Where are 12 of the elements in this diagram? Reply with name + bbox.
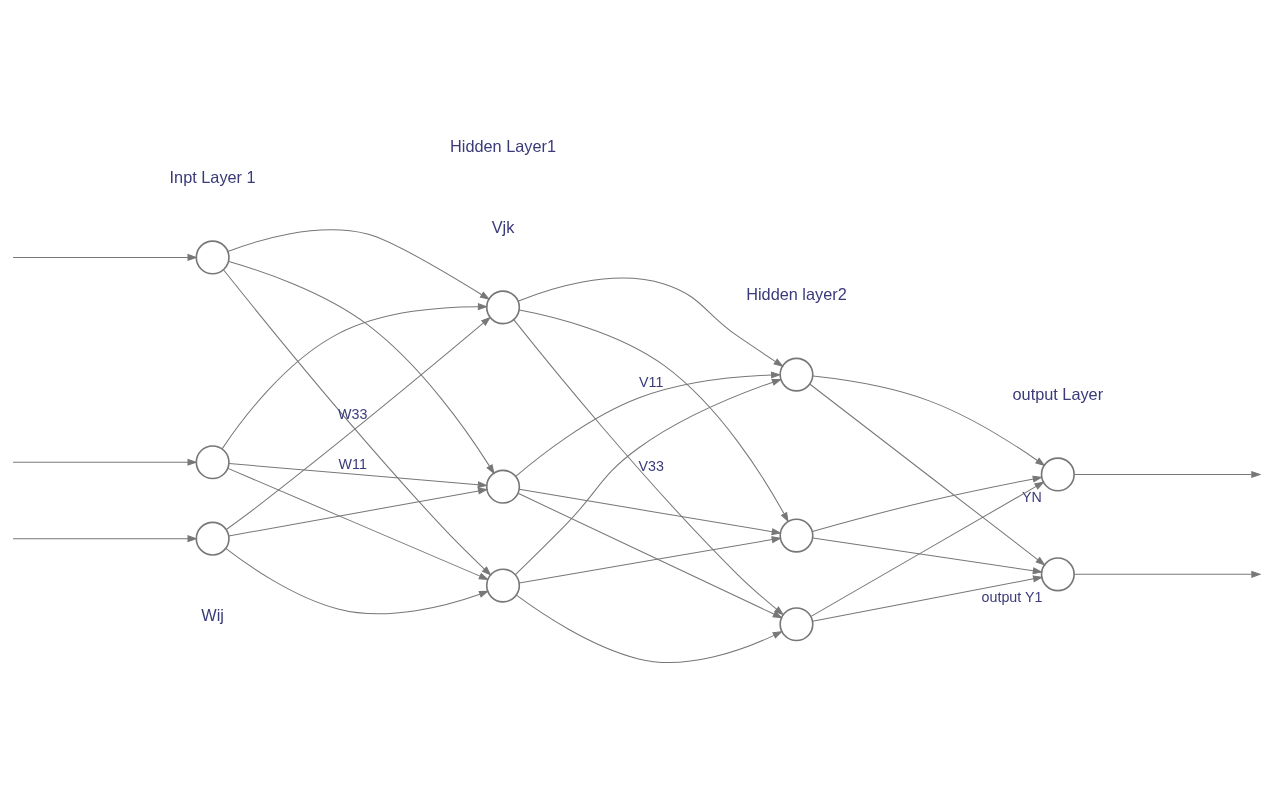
- label: Inpt Layer 1: [169, 167, 256, 186]
- edge-label: V33: [638, 457, 664, 474]
- node-label: YN: [1021, 488, 1042, 505]
- edge-label: V11: [639, 373, 664, 390]
- edge-label: W33: [338, 405, 368, 422]
- label: Hidden layer2: [746, 284, 847, 303]
- label: Hidden Layer1: [450, 136, 557, 155]
- node-label: output Y1: [981, 588, 1043, 605]
- edge-label: W11: [338, 455, 367, 472]
- label: output Layer: [1012, 384, 1104, 403]
- label: Vjk: [491, 217, 515, 236]
- label: Wij: [201, 605, 224, 624]
